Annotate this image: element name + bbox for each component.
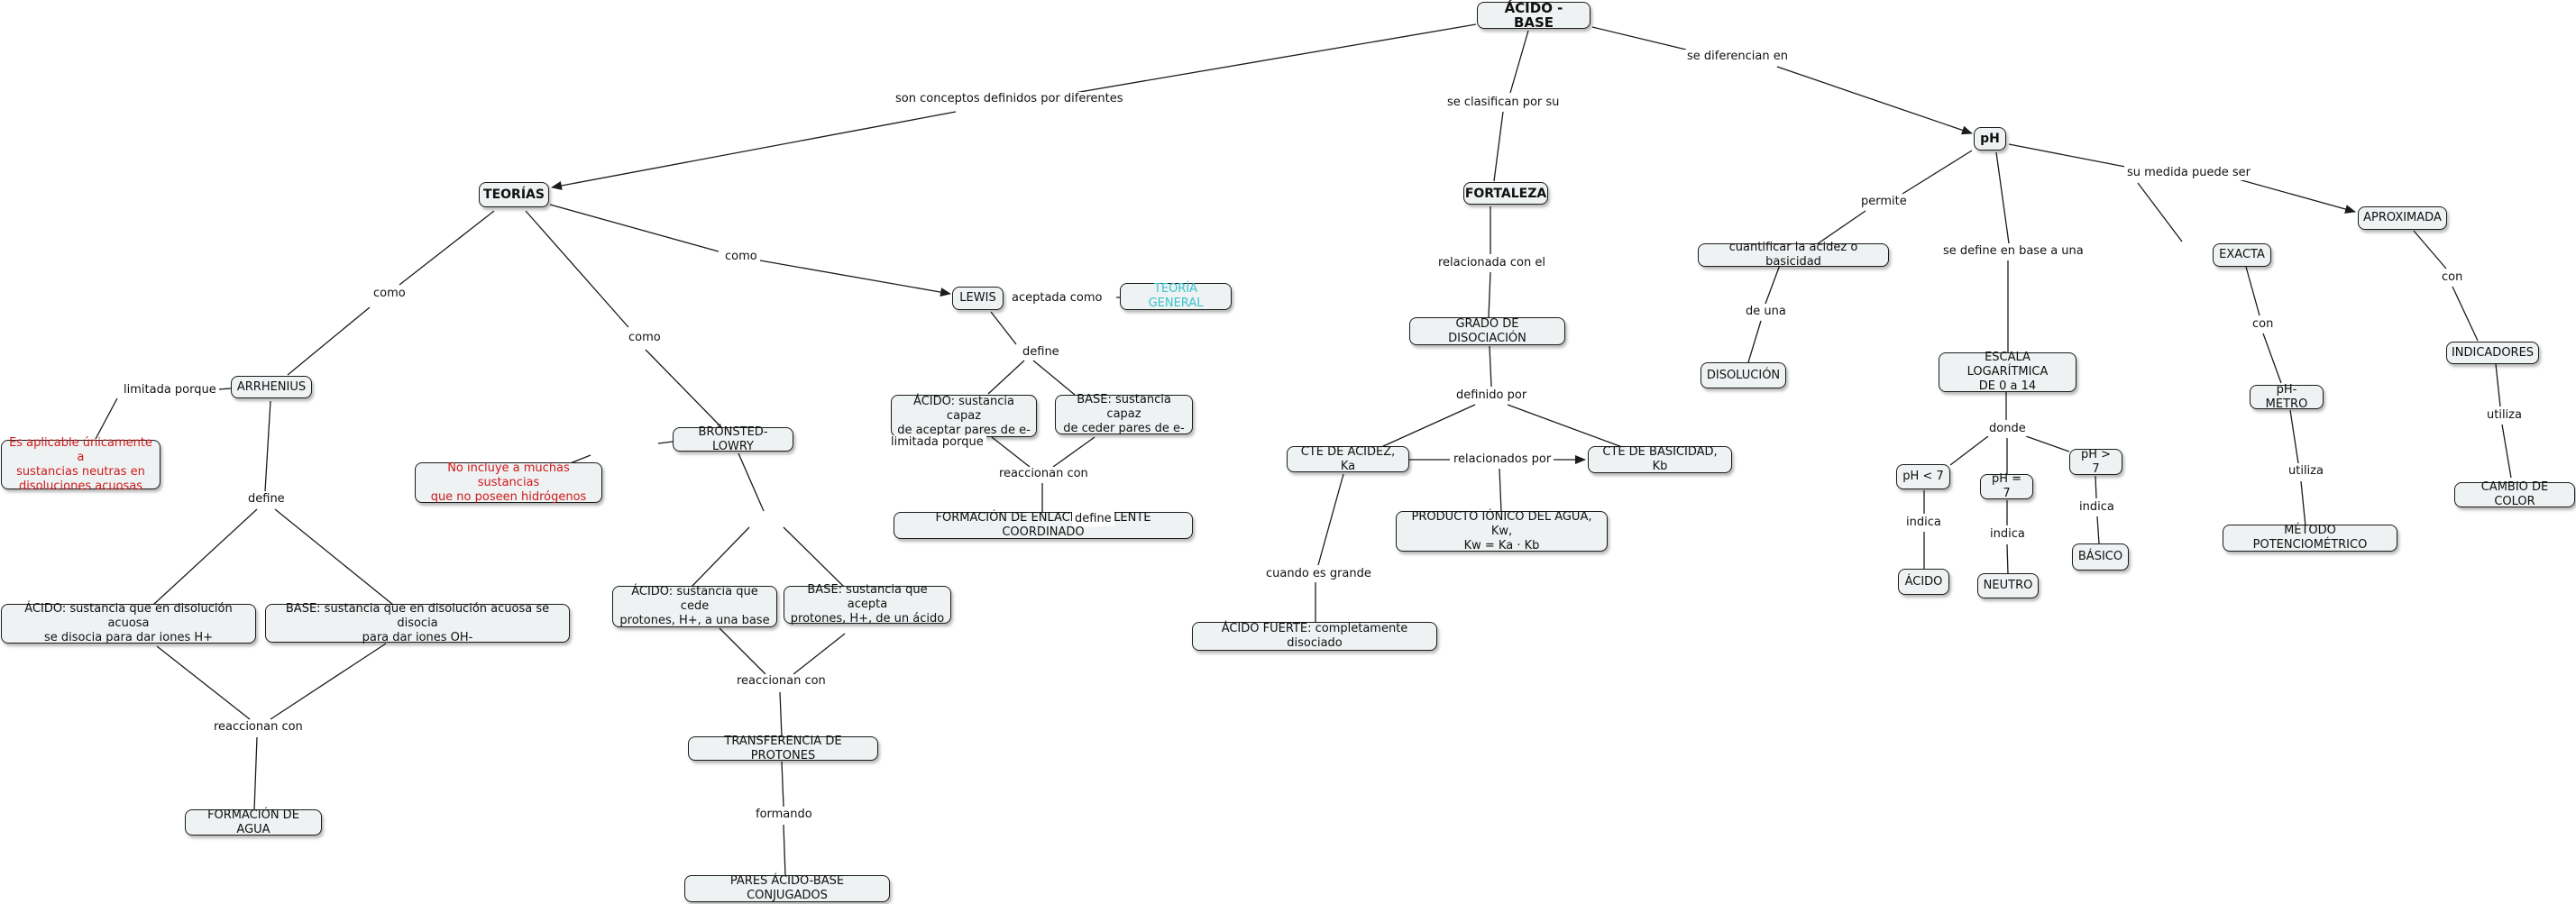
link-label-de-una: de una bbox=[1743, 305, 1789, 319]
node-indicadores[interactable]: INDICADORES bbox=[2446, 342, 2539, 364]
node-bronsted-acid[interactable]: ÁCIDO: sustancia que cede protones, H+, … bbox=[612, 585, 777, 627]
link-label-utiliza-phmetro: utiliza bbox=[2286, 464, 2326, 479]
node-cuantificar[interactable]: cuantificar la acidez o basicidad bbox=[1698, 241, 1889, 269]
link-label-como-bronsted: como bbox=[626, 331, 664, 345]
link-label-su-medida: su medida puede ser bbox=[2124, 166, 2254, 180]
node-grado-disociacion[interactable]: GRADO DE DISOCIACIÓN bbox=[1409, 317, 1565, 345]
node-neutro[interactable]: NEUTRO bbox=[1977, 573, 2039, 598]
link-label-indica-neutro: indica bbox=[1987, 527, 2028, 542]
link-label-utiliza-indicadores: utiliza bbox=[2484, 408, 2525, 423]
node-bronsted-base[interactable]: BASE: sustancia que acepta protones, H+,… bbox=[784, 583, 951, 625]
link-label-se-diferencian: se diferencian en bbox=[1684, 50, 1791, 64]
node-ph-metro[interactable]: pH-METRO bbox=[2250, 383, 2324, 411]
node-acido[interactable]: ÁCIDO bbox=[1898, 569, 1949, 595]
link-label-con-aproximada: con bbox=[2439, 270, 2466, 285]
link-label-define-arrhenius: define bbox=[245, 492, 288, 507]
link-label-relacionada-con: relacionada con el bbox=[1435, 256, 1548, 270]
link-label-reaccionan-arrhenius: reaccionan con bbox=[211, 720, 306, 735]
link-label-donde: donde bbox=[1986, 422, 2029, 436]
link-label-reaccionan-bronsted: reaccionan con bbox=[734, 674, 829, 689]
node-lewis-base[interactable]: BASE: sustancia capaz de ceder pares de … bbox=[1055, 393, 1193, 435]
link-label-limitada-bronsted: limitada porque bbox=[888, 435, 986, 450]
node-ph-menor-7[interactable]: pH < 7 bbox=[1896, 464, 1950, 489]
link-label-se-define: se define en base a una bbox=[1940, 244, 2086, 259]
link-label-relacionados-por: relacionados por bbox=[1451, 452, 1554, 467]
node-transferencia-protones[interactable]: TRANSFERENCIA DE PROTONES bbox=[688, 735, 878, 762]
link-label-indica-basico: indica bbox=[2076, 500, 2117, 515]
node-escala-logaritmica[interactable]: ESCALA LOGARÍTMICA DE 0 a 14 bbox=[1939, 351, 2076, 393]
link-label-definido-por: definido por bbox=[1453, 388, 1530, 403]
node-enlace-covalente[interactable]: FORMACIÓN DE ENLACE COVALENTE COORDINADO bbox=[894, 511, 1193, 539]
link-label-son-conceptos: son conceptos definidos por diferentes bbox=[893, 92, 1126, 106]
node-arrhenius-limitation[interactable]: Es aplicable únicamente a sustancias neu… bbox=[1, 436, 160, 493]
node-acido-fuerte[interactable]: ÁCIDO FUERTE: completamente disociado bbox=[1192, 622, 1437, 651]
node-acido-base[interactable]: ÁCIDO - BASE bbox=[1477, 1, 1591, 30]
node-teorias[interactable]: TEORÍAS bbox=[479, 182, 549, 207]
node-aproximada[interactable]: APROXIMADA bbox=[2358, 206, 2447, 230]
link-label-cuando-es-grande: cuando es grande bbox=[1263, 567, 1374, 581]
node-arrhenius-acid[interactable]: ÁCIDO: sustancia que en disolución acuos… bbox=[1, 602, 256, 644]
link-label-permite: permite bbox=[1858, 195, 1910, 209]
link-label-como-lewis: como bbox=[722, 250, 760, 264]
node-bronsted-limitation[interactable]: No incluye a muchas sustancias que no po… bbox=[415, 461, 602, 504]
node-teoria-general[interactable]: TEORÍA GENERAL bbox=[1120, 282, 1232, 310]
node-metodo-potenciometrico[interactable]: MÉTODO POTENCIOMÉTRICO bbox=[2223, 524, 2397, 552]
node-cte-basicidad[interactable]: CTE DE BASICIDAD, Kb bbox=[1588, 445, 1732, 473]
node-ph-mayor-7[interactable]: pH > 7 bbox=[2069, 448, 2122, 476]
node-arrhenius-base[interactable]: BASE: sustancia que en disolución acuosa… bbox=[265, 602, 570, 644]
node-cte-acidez[interactable]: CTE DE ACIDEZ, Ka bbox=[1287, 445, 1409, 473]
node-lewis[interactable]: LEWIS bbox=[952, 287, 1004, 310]
node-cambio-color[interactable]: CAMBIO DE COLOR bbox=[2454, 480, 2575, 508]
link-label-formando: formando bbox=[753, 808, 815, 822]
node-basico[interactable]: BÁSICO bbox=[2072, 543, 2129, 571]
node-disolucion[interactable]: DISOLUCIÓN bbox=[1701, 362, 1786, 388]
node-ph-igual-7[interactable]: pH = 7 bbox=[1980, 472, 2033, 500]
node-ph[interactable]: pH bbox=[1974, 127, 2006, 151]
link-label-con-exacta: con bbox=[2250, 317, 2277, 332]
link-label-aceptada-como: aceptada como bbox=[1009, 291, 1105, 306]
node-pares-conjugados[interactable]: PARES ÁCIDO-BASE CONJUGADOS bbox=[684, 874, 890, 902]
link-label-reaccionan-lewis: reaccionan con bbox=[996, 467, 1091, 481]
node-producto-ionico[interactable]: PRODUCTO IÓNICO DEL AGUA, Kw, Kw = Ka · … bbox=[1396, 510, 1608, 552]
node-lewis-acid[interactable]: ÁCIDO: sustancia capaz de aceptar pares … bbox=[891, 395, 1037, 437]
link-label-indica-acido: indica bbox=[1903, 516, 1944, 530]
link-label-limitada-arrhenius: limitada porque bbox=[121, 383, 219, 397]
node-arrhenius[interactable]: ARRHENIUS bbox=[231, 376, 312, 398]
node-fortaleza[interactable]: FORTALEZA bbox=[1463, 182, 1548, 205]
node-exacta[interactable]: EXACTA bbox=[2213, 243, 2271, 267]
link-label-define-lewis: define bbox=[1020, 345, 1062, 360]
link-label-se-clasifican: se clasifican por su bbox=[1444, 96, 1563, 110]
node-bronsted-lowry[interactable]: BRÖNSTED-LOWRY bbox=[673, 425, 793, 453]
node-formacion-agua[interactable]: FORMACIÓN DE AGUA bbox=[185, 808, 322, 836]
link-label-como-arrhenius: como bbox=[371, 287, 408, 301]
link-label-define-bronsted: define bbox=[1072, 512, 1114, 526]
